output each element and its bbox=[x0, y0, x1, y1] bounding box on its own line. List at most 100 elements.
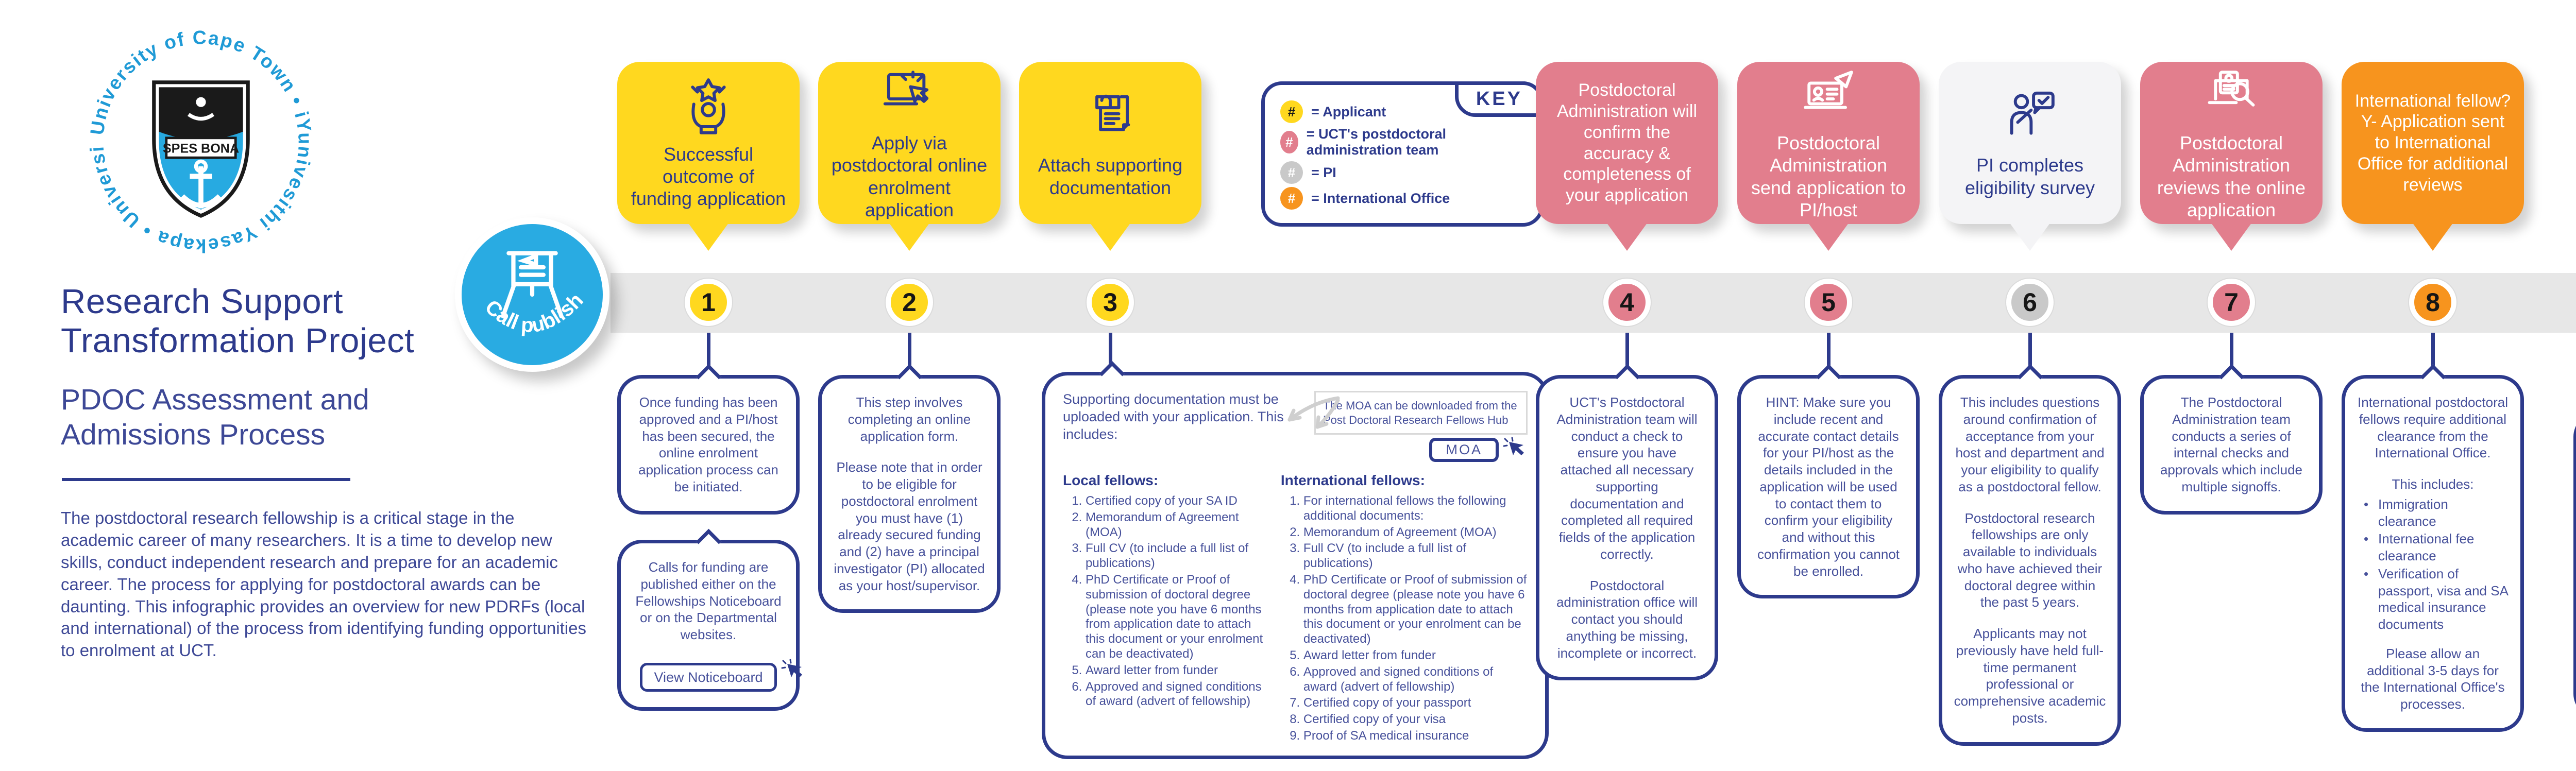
step-2-bubble-tail bbox=[886, 219, 933, 251]
step-1-label: Successful outcome of funding applicatio… bbox=[631, 143, 786, 210]
approval-detail-box: Postdoctoral Administration term activat… bbox=[2573, 412, 2576, 718]
step-8-bubble-tail bbox=[2410, 219, 2456, 251]
moa-tooltip: The MOA can be downloaded from the Post … bbox=[1314, 391, 1528, 435]
eligibility-survey-icon bbox=[2010, 92, 2055, 135]
international-office-color-dot: # bbox=[1280, 187, 1303, 210]
step-3-bubble: Attach supporting documentation bbox=[1019, 62, 1201, 224]
step-7-connector bbox=[2229, 333, 2233, 377]
step-6-detail-box: This includes questions around confirmat… bbox=[1939, 375, 2121, 746]
call-published-badge: Call published bbox=[455, 217, 609, 372]
intl-item: Award letter from funder bbox=[1303, 648, 1528, 663]
supporting-docs-intro: Supporting documentation must be uploade… bbox=[1063, 391, 1284, 442]
step-4-label: Postdoctoral Administration will confirm… bbox=[1556, 80, 1698, 205]
step-1-funding-calls-box: Calls for funding are published either o… bbox=[617, 540, 802, 711]
step-8-bubble: International fellow? Y- Application sen… bbox=[2342, 62, 2524, 224]
step-5-bubble: Postdoctoral Administration send applica… bbox=[1737, 62, 1920, 224]
cursor-icon bbox=[1503, 437, 1524, 455]
intl-item: Certified copy of your passport bbox=[1303, 696, 1528, 711]
step-6-connector bbox=[2028, 333, 2032, 377]
local-item: Certified copy of your SA ID bbox=[1086, 494, 1267, 509]
step-2-connector bbox=[907, 333, 911, 377]
review-application-icon bbox=[2208, 71, 2255, 107]
step-2-number: 2 bbox=[886, 279, 933, 326]
step-7-bubble-tail bbox=[2208, 219, 2255, 251]
pi-color-dot: # bbox=[1280, 161, 1303, 184]
svg-text:Call published: Call published bbox=[462, 224, 588, 337]
step-6: PI completes eligibility survey 6 This i… bbox=[1929, 0, 2130, 771]
step-1-connector bbox=[706, 333, 710, 377]
cursor-icon bbox=[781, 659, 802, 677]
local-item: PhD Certificate or Proof of submission o… bbox=[1086, 573, 1267, 662]
intl-item: For international fellows the following … bbox=[1303, 494, 1528, 524]
local-item: Full CV (to include a full list of publi… bbox=[1086, 541, 1267, 571]
international-fellows-title: International fellows: bbox=[1280, 472, 1425, 488]
uct-logo: University of Cape Town • iYunivesithi Y… bbox=[77, 15, 315, 257]
applicant-color-dot: # bbox=[1280, 100, 1303, 123]
step-8-connector bbox=[2431, 333, 2435, 377]
step-8: International fellow? Y- Application sen… bbox=[2332, 0, 2533, 771]
key-item-admin-team: # = UCT's postdoctoral administration te… bbox=[1280, 126, 1524, 158]
step-4-bubble-tail bbox=[1604, 219, 1650, 251]
intro-paragraph: The postdoctoral research fellowship is … bbox=[61, 508, 586, 660]
step-1-number: 1 bbox=[685, 279, 732, 326]
clearance-item: International fee clearance bbox=[2364, 530, 2509, 564]
step-1-detail-box: Once funding has been approved and a PI/… bbox=[617, 375, 800, 515]
step-7-number: 7 bbox=[2208, 279, 2255, 326]
step-6-bubble: PI completes eligibility survey bbox=[1939, 62, 2121, 224]
supporting-docs-box: Supporting documentation must be uploade… bbox=[1042, 372, 1549, 759]
title-divider bbox=[62, 478, 350, 481]
step-3: Attach supporting documentation 3 bbox=[1010, 0, 1211, 771]
step-4: Postdoctoral Administration will confirm… bbox=[1527, 0, 1727, 771]
celebration-icon bbox=[691, 78, 726, 134]
laptop-click-icon bbox=[883, 71, 929, 106]
international-fellows-column: International fellows: For international… bbox=[1281, 472, 1528, 745]
documents-icon bbox=[1095, 95, 1130, 131]
step-5-detail-box: HINT: Make sure you include recent and a… bbox=[1737, 375, 1920, 599]
step-2-detail-box: This step involves completing an online … bbox=[818, 375, 1001, 613]
international-clearance-list: Immigration clearance International fee … bbox=[2357, 496, 2509, 633]
step-4-number: 4 bbox=[1603, 279, 1651, 326]
local-item: Memorandum of Agreement (MOA) bbox=[1086, 510, 1267, 540]
local-item: Award letter from funder bbox=[1086, 663, 1267, 678]
intl-item: Full CV (to include a full list of publi… bbox=[1303, 541, 1528, 571]
step-2-bubble: Apply via postdoctoral online enrolment … bbox=[818, 62, 1001, 224]
key-box: KEY # = Applicant # = UCT's postdoctoral… bbox=[1261, 81, 1544, 227]
step-7-bubble: Postdoctoral Administration reviews the … bbox=[2140, 62, 2323, 224]
step-3-label: Attach supporting documentation bbox=[1038, 155, 1183, 198]
step-2-label: Apply via postdoctoral online enrolment … bbox=[831, 132, 988, 220]
page-title: Research Support Transformation Project bbox=[61, 282, 415, 360]
step-1: Successful outcome of funding applicatio… bbox=[608, 0, 809, 771]
step-5-bubble-tail bbox=[1805, 219, 1852, 251]
moa-pointer-arrows-icon bbox=[1287, 396, 1340, 429]
local-fellows-column: Local fellows: Certified copy of your SA… bbox=[1063, 472, 1267, 745]
step-4-connector bbox=[1625, 333, 1629, 377]
admin-team-color-dot: # bbox=[1280, 131, 1298, 153]
clearance-item: Verification of passport, visa and SA me… bbox=[2364, 566, 2509, 633]
step-5: Postdoctoral Administration send applica… bbox=[1728, 0, 1929, 771]
step-2: Apply via postdoctoral online enrolment … bbox=[809, 0, 1010, 771]
key-item-pi: # = PI bbox=[1280, 161, 1524, 184]
local-fellows-title: Local fellows: bbox=[1063, 472, 1159, 488]
intl-item: PhD Certificate or Proof of submission o… bbox=[1303, 573, 1528, 647]
step-8-number: 8 bbox=[2409, 279, 2456, 326]
step-4-bubble: Postdoctoral Administration will confirm… bbox=[1536, 62, 1718, 224]
step-5-connector bbox=[1826, 333, 1831, 377]
key-item-applicant: # = Applicant bbox=[1280, 100, 1524, 123]
step-5-label: Postdoctoral Administration send applica… bbox=[1751, 132, 1906, 220]
send-application-icon bbox=[1804, 71, 1853, 109]
step-3-bubble-tail bbox=[1087, 219, 1133, 251]
intl-item: Proof of SA medical insurance bbox=[1303, 729, 1528, 744]
step-8-detail-box: International postdoctoral fellows requi… bbox=[2342, 375, 2524, 732]
step-6-number: 6 bbox=[2006, 279, 2054, 326]
clearance-item: Immigration clearance bbox=[2364, 496, 2509, 530]
step-1-bubble: Successful outcome of funding applicatio… bbox=[617, 62, 800, 224]
step-7-detail-box: The Postdoctoral Administration team con… bbox=[2140, 375, 2323, 515]
page-subtitle: PDOC Assessment and Admissions Process bbox=[61, 383, 369, 452]
view-noticeboard-button[interactable]: View Noticeboard bbox=[640, 662, 777, 692]
intl-item: Certified copy of your visa bbox=[1303, 712, 1528, 727]
key-title-tab: KEY bbox=[1454, 81, 1544, 117]
key-item-international-office: # = International Office bbox=[1280, 187, 1524, 210]
step-4-detail-box: UCT's Postdoctoral Administration team w… bbox=[1536, 375, 1718, 681]
moa-button[interactable]: MOA bbox=[1429, 438, 1499, 462]
